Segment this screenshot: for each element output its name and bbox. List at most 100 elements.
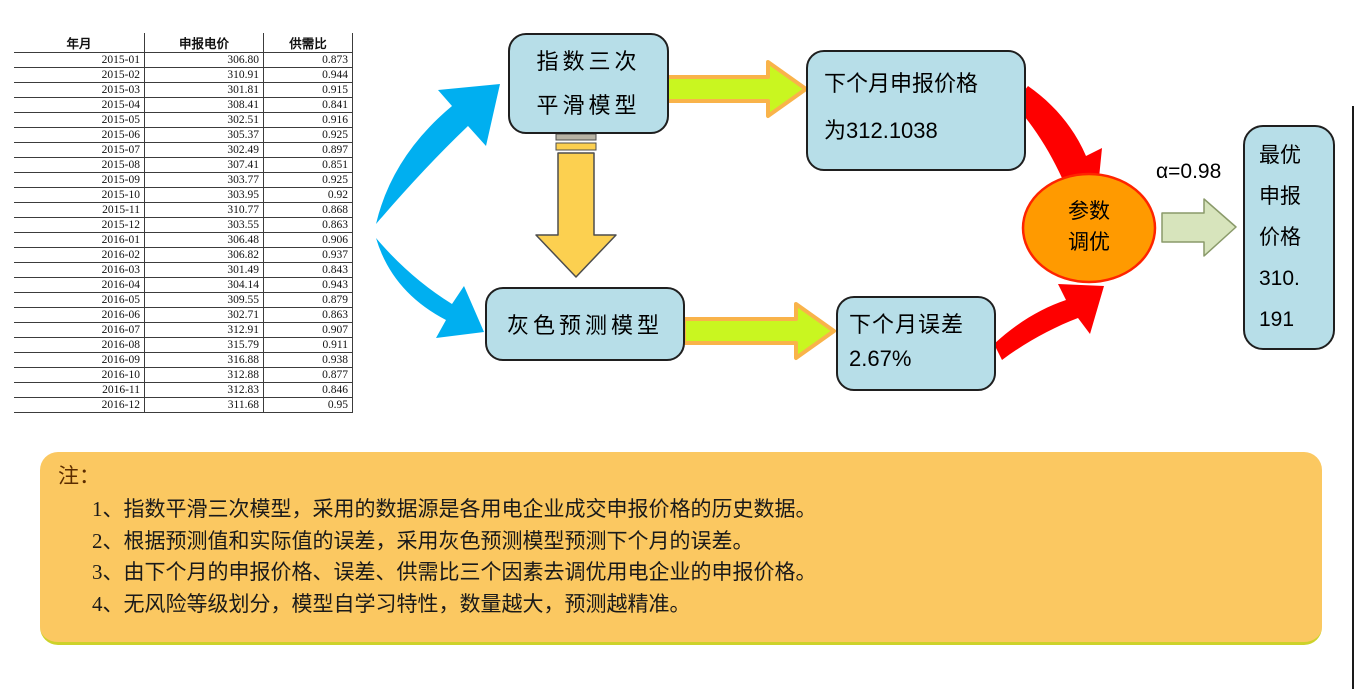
table-cell: 0.938 — [263, 352, 353, 368]
table-cell: 0.944 — [263, 67, 353, 83]
table-cell: 0.943 — [263, 277, 353, 293]
table-cell: 2015-12 — [14, 217, 145, 233]
table-cell: 2016-07 — [14, 322, 145, 338]
table-cell: 2015-10 — [14, 187, 145, 203]
table-cell: 0.863 — [263, 217, 353, 233]
final-box-line: 最优 — [1259, 143, 1301, 167]
red-curved-arrow-icon — [994, 284, 1104, 360]
table-cell: 302.71 — [144, 307, 264, 323]
table-cell: 306.48 — [144, 232, 264, 248]
table-cell: 304.14 — [144, 277, 264, 293]
table-cell: 2015-11 — [14, 202, 145, 218]
table-cell: 303.55 — [144, 217, 264, 233]
table-cell: 0.916 — [263, 112, 353, 128]
table-cell: 0.863 — [263, 307, 353, 323]
table-cell: 2015-03 — [14, 82, 145, 98]
table-cell: 0.841 — [263, 97, 353, 113]
green-right-arrow-icon — [664, 60, 808, 118]
table-cell: 0.846 — [263, 382, 353, 398]
table-cell: 301.81 — [144, 82, 264, 98]
table-cell: 2015-02 — [14, 67, 145, 83]
striped-arrow-stripe-icon — [555, 142, 597, 151]
next-month-error-box: 下个月误差 2.67% — [836, 296, 996, 391]
table-cell: 2016-06 — [14, 307, 145, 323]
table-cell: 311.68 — [144, 397, 264, 413]
table-cell: 2016-11 — [14, 382, 145, 398]
table-cell: 2015-09 — [14, 172, 145, 188]
table-cell: 2015-05 — [14, 112, 145, 128]
parameter-tuning-label: 参数 调优 — [1049, 196, 1129, 258]
table-cell: 2015-07 — [14, 142, 145, 158]
table-cell: 2016-12 — [14, 397, 145, 413]
notes-panel: 注： 1、指数平滑三次模型，采用的数据源是各用电企业成交申报价格的历史数据。2、… — [40, 452, 1322, 645]
table-cell: 2016-03 — [14, 262, 145, 278]
curved-arrow-down-icon — [376, 238, 484, 338]
table-cell: 2016-08 — [14, 337, 145, 353]
table-cell: 302.51 — [144, 112, 264, 128]
table-cell: 2016-09 — [14, 352, 145, 368]
note-item: 2、根据预测值和实际值的误差，采用灰色预测模型预测下个月的误差。 — [92, 528, 754, 553]
notes-list: 1、指数平滑三次模型，采用的数据源是各用电企业成交申报价格的历史数据。2、根据预… — [92, 494, 817, 620]
table-cell: 316.88 — [144, 352, 264, 368]
table-cell: 0.937 — [263, 247, 353, 263]
table-cell: 309.55 — [144, 292, 264, 308]
table-cell: 2015-04 — [14, 97, 145, 113]
box-label-line: 指数三次 — [536, 48, 641, 74]
column-header-month: 年月 — [14, 33, 145, 53]
ellipse-label-line: 参数 — [1068, 199, 1110, 223]
final-box-line: 价格 — [1259, 225, 1301, 249]
note-item: 3、由下个月的申报价格、误差、供需比三个因素去调优用电企业的申报价格。 — [92, 560, 817, 584]
table-cell: 308.41 — [144, 97, 264, 113]
parameter-tuning-ellipse — [1021, 172, 1157, 284]
table-cell: 0.873 — [263, 52, 353, 68]
table-cell: 0.906 — [263, 232, 353, 248]
table-cell: 2015-01 — [14, 52, 145, 68]
final-box-line: 191 — [1259, 308, 1295, 331]
table-cell: 0.851 — [263, 157, 353, 173]
table-cell: 0.879 — [263, 292, 353, 308]
table-cell: 0.92 — [263, 187, 353, 203]
box-label-line: 灰色预测模型 — [506, 313, 663, 338]
table-cell: 301.49 — [144, 262, 264, 278]
striped-arrow-stripe-icon — [555, 133, 597, 141]
table-cell: 0.907 — [263, 322, 353, 338]
table-cell: 312.88 — [144, 367, 264, 383]
grey-prediction-model-box: 灰色预测模型 — [485, 287, 685, 361]
table-cell: 306.80 — [144, 52, 264, 68]
table-cell: 0.911 — [263, 337, 353, 353]
table-cell: 2016-05 — [14, 292, 145, 308]
note-item: 4、无风险等级划分，模型自学习特性，数量越大，预测越精准。 — [92, 591, 691, 616]
alpha-value-label: α=0.98 — [1156, 160, 1222, 183]
table-cell: 310.77 — [144, 202, 264, 218]
table-cell: 315.79 — [144, 337, 264, 353]
ellipse-label-line: 调优 — [1068, 230, 1110, 254]
table-cell: 0.95 — [263, 397, 353, 413]
box-label-line: 平滑模型 — [536, 92, 641, 118]
box-value-line: 2.67% — [849, 346, 912, 371]
table-cell: 0.915 — [263, 82, 353, 98]
table-cell: 2015-08 — [14, 157, 145, 173]
column-header-price: 申报电价 — [144, 33, 264, 53]
table-cell: 2016-10 — [14, 367, 145, 383]
